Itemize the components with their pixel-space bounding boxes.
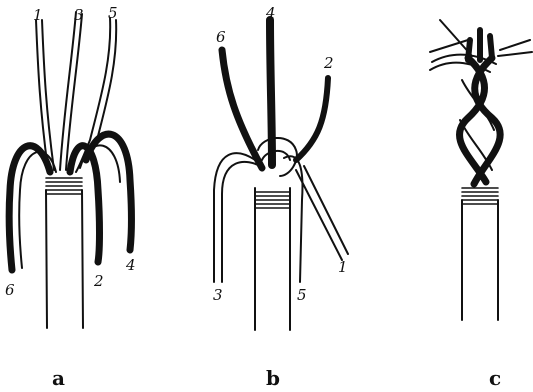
panel-b-label-3: 3 xyxy=(213,286,223,304)
panel-b-strand-1 xyxy=(296,166,348,260)
panel-a-label-5: 5 xyxy=(108,4,118,22)
panel-c-whipping xyxy=(462,188,498,204)
panel-c-caption: c xyxy=(489,366,501,390)
panel-a-caption: a xyxy=(52,366,65,390)
panel-c-illustration xyxy=(430,20,532,320)
panel-captions: a b c xyxy=(52,366,501,390)
panel-a-label-6: 6 xyxy=(5,281,15,299)
panel-b-label-1: 1 xyxy=(338,258,348,276)
panel-a-label-2: 2 xyxy=(93,272,104,290)
panel-a-whipping xyxy=(46,178,82,194)
panel-a-label-3: 3 xyxy=(74,6,84,24)
panel-b-strand-6 xyxy=(222,50,262,168)
panel-b-label-4: 4 xyxy=(265,4,276,22)
panel-a-rope-right-edge xyxy=(82,190,83,328)
panel-b-strand-4 xyxy=(270,20,272,165)
panel-a-illustration xyxy=(9,12,131,328)
panel-c-braid xyxy=(459,30,500,184)
panel-b-label-5: 5 xyxy=(297,286,307,304)
panel-a-label-4: 4 xyxy=(125,256,136,274)
panel-b-strand-3 xyxy=(214,153,264,282)
panel-a-label-1: 1 xyxy=(33,6,43,24)
panel-a-strand-6 xyxy=(9,146,50,270)
panel-a-strand-4 xyxy=(86,134,132,250)
panel-b-whipping xyxy=(255,192,290,208)
panel-b-strand-2 xyxy=(296,78,328,160)
panel-a-rope-left-edge xyxy=(46,190,47,328)
panel-b-caption: b xyxy=(266,366,280,390)
panel-b-label-6: 6 xyxy=(216,28,226,46)
panel-b-label-2: 2 xyxy=(323,54,334,72)
